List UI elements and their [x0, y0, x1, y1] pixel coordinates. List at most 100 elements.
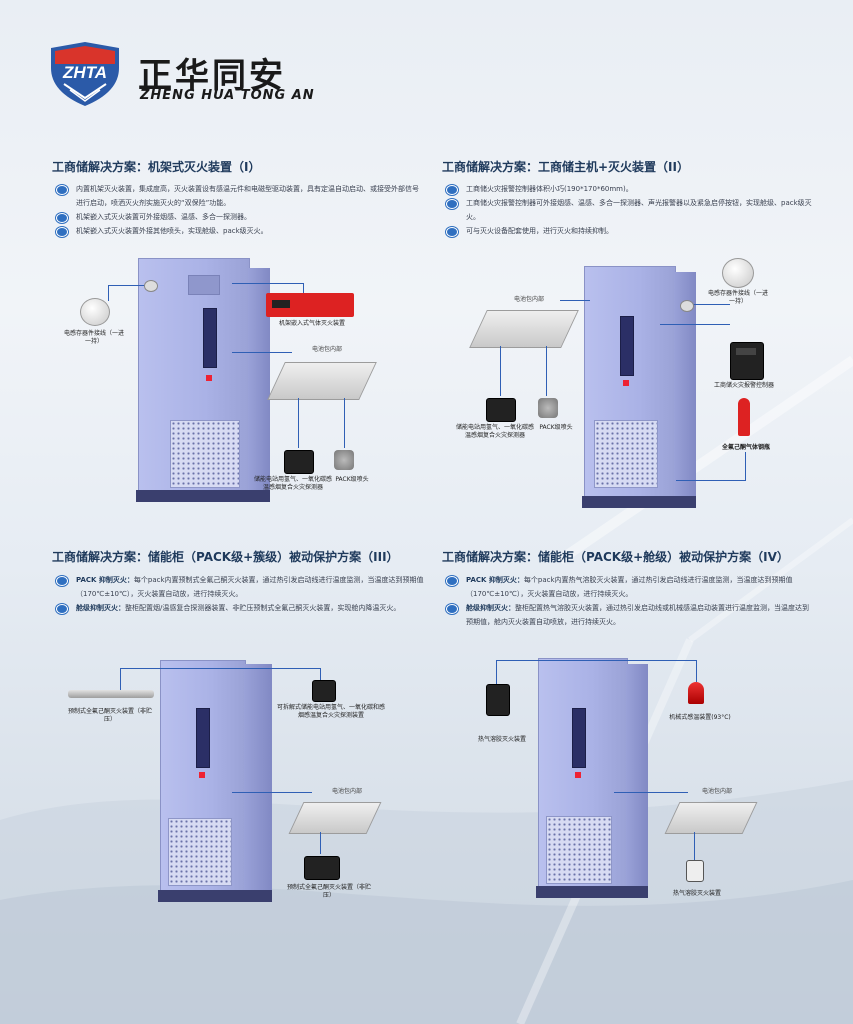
brand-name-cn: 正华同安 — [138, 56, 286, 96]
bullet-dot-icon — [56, 227, 68, 237]
connector-line — [108, 285, 109, 301]
connector-line — [660, 324, 730, 325]
connector-line — [546, 346, 547, 396]
battery-pack-tray — [288, 802, 382, 834]
cabinet-3-led — [199, 772, 205, 778]
cabinet-1-led — [206, 375, 212, 381]
cabinet-2-base — [582, 496, 696, 508]
cabinet-1-panel — [203, 308, 217, 368]
cylinder-caption: 全氟己酮气体钢瓶 — [721, 444, 770, 451]
aerosol-extinguisher-icon — [486, 684, 510, 716]
composite-caption: 可拆解式储能电站用氢气、一氧化碳和感烟感温复合火灾探测装置 — [276, 704, 385, 719]
controller-caption: 工商储火灾报警控制器 — [713, 382, 774, 389]
sensor-icon — [144, 280, 158, 292]
bullet-dot-icon — [446, 185, 458, 195]
connector-line — [496, 660, 497, 684]
company-logo-icon: ZHTA — [51, 42, 119, 106]
section-4-title: 工商储解决方案：储能柜（PACK级+舱级）被动保护方案（IV） — [442, 550, 789, 564]
detector-icon — [722, 258, 754, 288]
pack-inner-label: 电池包内部 — [332, 788, 363, 795]
cabinet-2-led — [623, 380, 629, 386]
composite-detector-icon — [312, 680, 336, 702]
svg-text:ZHTA: ZHTA — [62, 63, 107, 82]
pack-inner-label: 电池包内部 — [514, 296, 545, 303]
tube-device-caption: 预制式全氟己酮灭火装置（非贮压） — [67, 708, 152, 723]
section-1-bullet: 机架嵌入式灭火装置可外接烟感、温感、多合一探测器。 — [54, 210, 424, 224]
bullet-dot-icon — [56, 213, 68, 223]
section-2-bullet: 可与灭火设备配套使用，进行灭火和持续抑制。 — [444, 224, 814, 238]
connector-line — [690, 304, 730, 305]
composite-detector-icon — [284, 450, 314, 474]
connector-line — [120, 668, 320, 669]
cabinet-4-vent — [546, 816, 612, 884]
bullet-dot-icon — [446, 604, 458, 614]
connector-line — [696, 660, 697, 682]
sensor-icon — [680, 300, 694, 312]
aerosol-top-caption: 热气溶胶灭火装置 — [477, 736, 526, 743]
section-2-bullet: 工商储火灾报警控制器体积小巧(190*170*60mm)。 — [444, 182, 814, 196]
section-2-bullet: 工商储火灾报警控制器可外接烟感、温感、多合一探测器、声光报警器以及紧急启停按钮，… — [444, 196, 814, 224]
detector-icon — [80, 298, 110, 326]
connector-line — [496, 660, 696, 661]
section-2-bullets: 工商储火灾报警控制器体积小巧(190*170*60mm)。 工商储火灾报警控制器… — [444, 182, 814, 238]
mech-thermal-start-icon — [688, 682, 704, 704]
cabinet-3-base — [158, 890, 272, 902]
section-2-title: 工商储解决方案：工商储主机+灭火装置（II） — [442, 160, 689, 174]
connector-line — [320, 832, 321, 854]
cabinet-2-vent — [594, 420, 658, 488]
section-1-bullet: 内置机架灭火装置，集成度高，灭火装置设有感温元件和电磁型驱动装置，具有定温自动启… — [54, 182, 424, 210]
bullet-dot-icon — [446, 199, 458, 209]
gas-cylinder-icon — [738, 398, 750, 436]
connector-line — [303, 283, 304, 293]
cabinet-1-base — [136, 490, 270, 502]
section-1-title: 工商储解决方案：机架式灭火装置（I） — [52, 160, 261, 174]
bullet-dot-icon — [56, 576, 68, 586]
cabinet-4-panel — [572, 708, 586, 768]
section-3-bullet: 舱级抑制灭火：整柜配置烟/温感复合探测器装置、非贮压预制式全氟己酮灭火装置，实现… — [54, 601, 424, 615]
cabinet-1-rack-unit — [188, 275, 220, 295]
bullet-dot-icon — [56, 604, 68, 614]
connector-line — [745, 452, 746, 480]
detector-caption: 电感存器件接线（一进一持） — [708, 290, 769, 305]
cabinet-3-side — [244, 664, 272, 896]
section-3-bullet: PACK 抑制灭火：每个pack内置预制式全氟己酮灭火装置，通过热引发启动线进行… — [54, 573, 424, 601]
bullet-dot-icon — [446, 576, 458, 586]
section-1-bullets: 内置机架灭火装置，集成度高，灭火装置设有感温元件和电磁型驱动装置，具有定温自动启… — [54, 182, 424, 238]
cabinet-1-side — [248, 268, 270, 496]
connector-line — [108, 285, 148, 286]
aerosol-bottom-caption: 热气溶胶灭火装置 — [672, 890, 721, 897]
cabinet-1-vent — [170, 420, 240, 488]
nozzle-caption: PACK级喷头 — [335, 476, 369, 483]
connector-line — [614, 792, 688, 793]
cabinet-4-base — [536, 886, 648, 898]
pack-extinguisher-icon — [304, 856, 340, 880]
connector-line — [232, 283, 304, 284]
connector-line — [320, 668, 321, 682]
connector-line — [560, 300, 590, 301]
connector-line — [120, 668, 121, 690]
connector-line — [298, 398, 299, 448]
connector-line — [676, 480, 746, 481]
section-4-bullets: PACK 抑制灭火：每个pack内置热气溶胶灭火装置，通过热引发启动线进行温度监… — [444, 573, 814, 629]
bottom-device-caption: 预制式全氟己酮灭火装置（非贮压） — [286, 884, 371, 899]
pack-inner-label: 电池包内部 — [312, 346, 343, 353]
section-3-title: 工商储解决方案：储能柜（PACK级+簇级）被动保护方案（III） — [52, 550, 399, 564]
section-3-bullets: PACK 抑制灭火：每个pack内置预制式全氟己酮灭火装置，通过热引发启动线进行… — [54, 573, 424, 615]
connector-line — [500, 346, 501, 396]
cabinet-4-led — [575, 772, 581, 778]
connector-line — [694, 832, 695, 860]
controller-display — [736, 348, 756, 355]
connector-line — [232, 352, 292, 353]
composite-detector-caption: 储能电站用氢气、一氧化碳感温感烟复合火灾探测器 — [254, 476, 333, 491]
alarm-controller-icon — [730, 342, 764, 380]
cabinet-4-side — [626, 664, 648, 892]
rack-device-caption: 机架嵌入式气体灭火装置 — [278, 320, 345, 327]
detector-caption: 电感存器件接线（一进一持） — [64, 330, 125, 345]
composite-detector-caption: 储能电站用氢气、一氧化碳感温感烟复合火灾探测器 — [456, 424, 535, 439]
bullet-dot-icon — [446, 227, 458, 237]
connector-line — [232, 792, 312, 793]
section-4-bullet: PACK 抑制灭火：每个pack内置热气溶胶灭火装置，通过热引发启动线进行温度监… — [444, 573, 814, 601]
aerosol-extinguisher-icon — [686, 860, 704, 882]
battery-pack-tray — [267, 362, 377, 400]
